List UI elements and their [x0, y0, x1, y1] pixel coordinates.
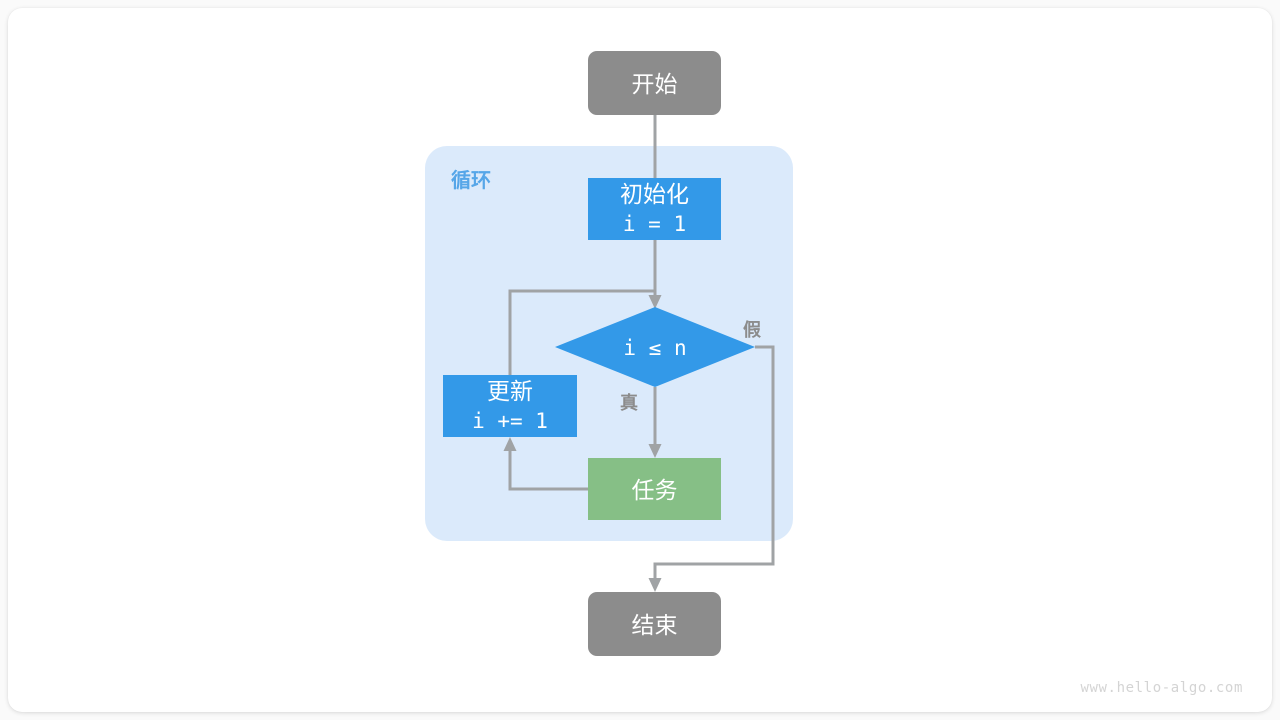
condition-node[interactable]: i ≤ n [555, 307, 755, 387]
end-node-shape[interactable] [588, 592, 721, 656]
update-node-expression: i += 1 [472, 409, 548, 433]
update-node-label: 更新 [487, 378, 533, 404]
end-node-label: 结束 [632, 612, 678, 638]
start-node-shape[interactable] [588, 51, 721, 115]
edge-task-to-update [503, 437, 588, 491]
initialize-node-expression: i = 1 [623, 212, 686, 236]
edge-label-true: 真 [620, 392, 638, 413]
edge-label-false: 假 [743, 319, 762, 340]
update-node-shape[interactable] [443, 375, 577, 437]
edge-condition-true-to-task: 真 [620, 387, 662, 458]
nodes-layer: 开始 初始化 i = 1 i ≤ n 更新 i += 1 任务 结束 [443, 51, 755, 656]
edge-initialize-to-condition [648, 240, 662, 309]
start-node[interactable]: 开始 [588, 51, 721, 115]
site-watermark: www.hello-algo.com [1080, 680, 1243, 696]
task-node-shape[interactable] [588, 458, 721, 520]
end-node[interactable]: 结束 [588, 592, 721, 656]
loop-group-label: 循环 [451, 168, 491, 192]
edge-update-to-condition [508, 289, 655, 375]
initialize-node[interactable]: 初始化 i = 1 [588, 178, 721, 240]
condition-node-shape[interactable] [555, 307, 755, 387]
update-node[interactable]: 更新 i += 1 [443, 375, 577, 437]
initialize-node-label: 初始化 [620, 181, 689, 207]
condition-node-expression: i ≤ n [623, 336, 686, 360]
task-node-label: 任务 [632, 477, 678, 503]
task-node[interactable]: 任务 [588, 458, 721, 520]
start-node-label: 开始 [632, 71, 678, 97]
initialize-node-shape[interactable] [588, 178, 721, 240]
connectors-layer: 真 假 [503, 115, 775, 592]
edge-condition-false-to-end: 假 [648, 319, 775, 592]
